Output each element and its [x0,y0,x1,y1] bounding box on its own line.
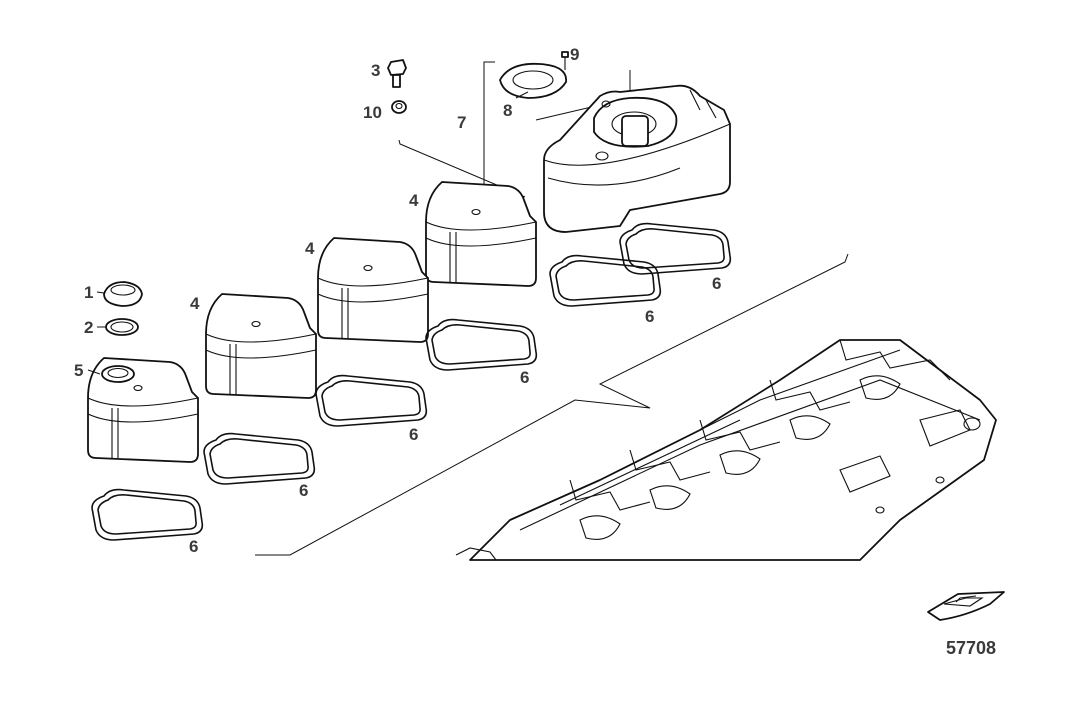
gasket-6-d [425,318,538,371]
callout-9: 9 [570,45,579,64]
assembly-boundary-line [255,253,849,556]
leader-line-10 [398,139,526,198]
callout-4-a: 4 [190,294,200,313]
gasket-6-b [203,432,316,485]
valve-cover-4-b [205,293,317,399]
leader-8 [515,91,529,99]
boat-icon [927,591,1005,621]
leader-1 [96,291,105,294]
callout-1: 1 [84,283,93,302]
valve-cover-4-c [317,237,429,343]
callout-2: 2 [84,318,93,337]
cylinder-head-casting [455,339,997,561]
callout-8: 8 [503,101,512,120]
gasket-6-c [315,374,428,427]
ring-part-8 [499,62,567,99]
callout-6-b: 6 [299,481,308,500]
callout-6-f: 6 [712,274,721,293]
callout-4-c: 4 [409,191,419,210]
callout-6-e: 6 [645,307,654,326]
callout-7: 7 [457,113,466,132]
washer-part-10 [391,100,407,114]
callout-6-a: 6 [189,537,198,556]
callout-10: 10 [363,103,382,122]
front-valve-cover-5 [87,357,199,463]
figure-number: 57708 [946,638,996,658]
callout-6-d: 6 [520,368,529,387]
rear-valve-cover [543,84,731,233]
callout-3: 3 [371,61,380,80]
callout-6-c: 6 [409,425,418,444]
oring-part-2 [105,318,139,336]
gasket-6-a [91,488,204,541]
screw-part-9 [561,51,569,70]
callout-4-b: 4 [305,239,315,258]
leader-5 [87,369,101,375]
gasket-6-e [549,254,662,307]
valve-cover-4-d [425,181,537,287]
bolt-part-3 [387,59,407,88]
filler-cap-part-1 [103,281,143,307]
callout-5: 5 [74,361,83,380]
